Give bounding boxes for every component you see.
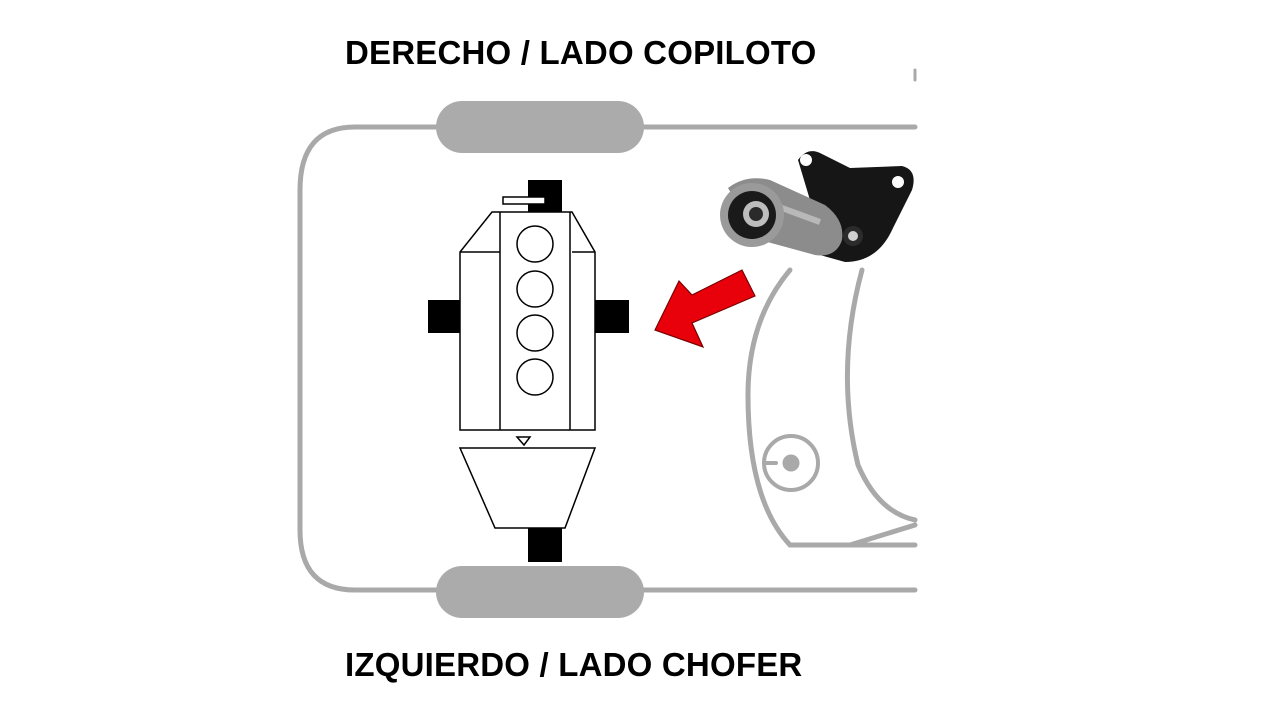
engine-mount-part-photo-icon	[720, 151, 914, 262]
front-left-wheel-icon	[436, 566, 644, 618]
left-engine-mount-block	[428, 300, 462, 333]
transmission-icon	[458, 436, 597, 529]
top-engine-mount-block	[528, 180, 562, 212]
car-outline-icon	[297, 68, 918, 593]
top-label-passenger-side: DERECHO / LADO COPILOTO	[345, 34, 817, 71]
front-right-wheel-icon	[436, 101, 644, 153]
engine-block-icon	[459, 196, 596, 431]
bottom-engine-mount-block	[528, 528, 562, 562]
red-arrow-icon	[654, 269, 756, 349]
bottom-label-driver-side: IZQUIERDO / LADO CHOFER	[345, 646, 803, 683]
right-engine-mount-block	[595, 300, 629, 333]
